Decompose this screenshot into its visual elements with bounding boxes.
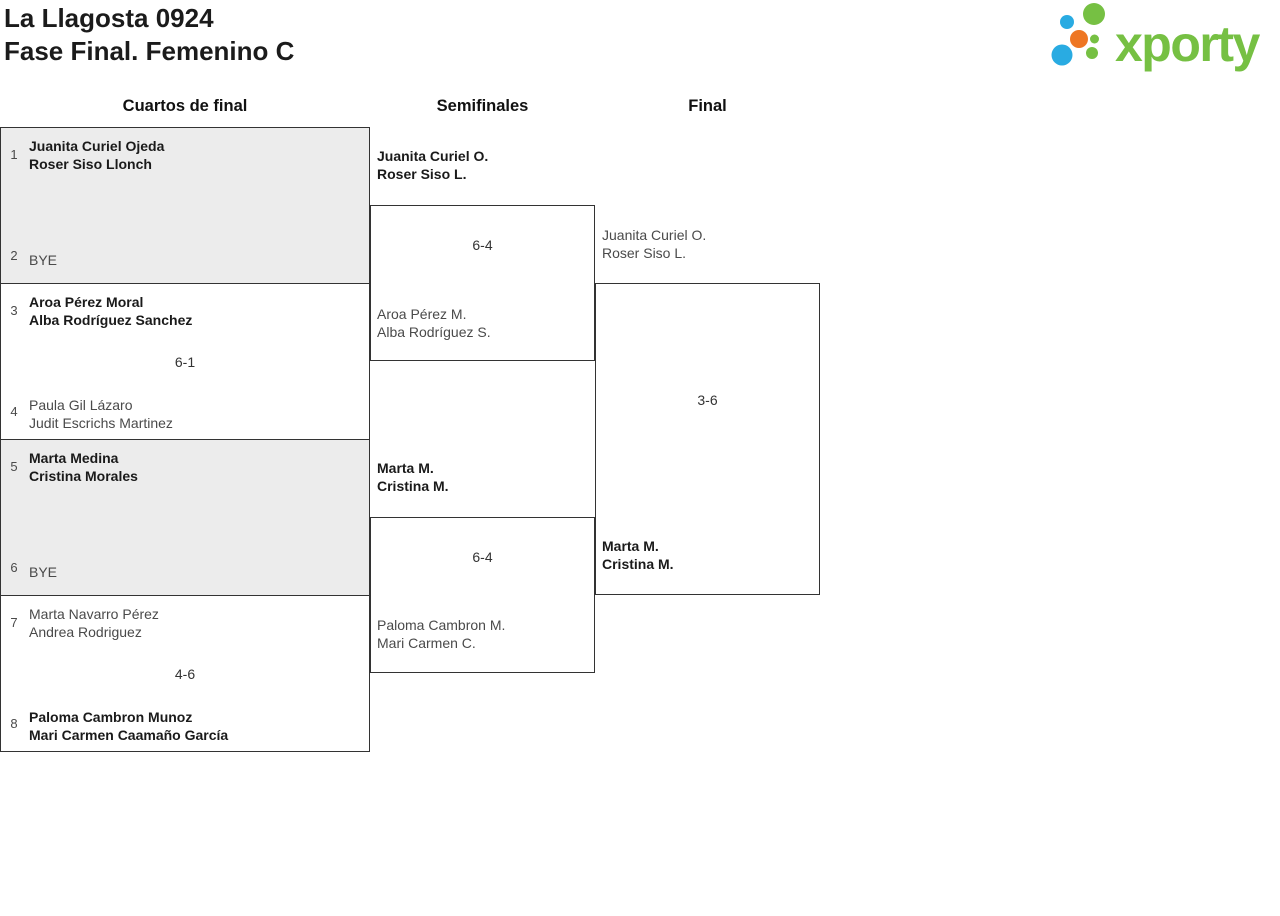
match-score: 3-6 — [697, 392, 718, 408]
player-name: Aroa Pérez Moral — [29, 294, 144, 310]
team-names: BYE — [29, 251, 363, 269]
player-name: Juanita Curiel O. — [377, 148, 489, 164]
team-names: Juanita Curiel O. Roser Siso L. — [377, 147, 488, 183]
match-score: 6-4 — [472, 549, 493, 565]
player-name: Aroa Pérez M. — [377, 306, 467, 322]
phase-name: Fase Final. Femenino C — [4, 36, 295, 66]
team-names: Paula Gil Lázaro Judit Escrichs Martinez — [29, 396, 363, 432]
seed-number: 6 — [10, 560, 18, 575]
player-name: Roser Siso L. — [377, 166, 467, 182]
player-name: Marta M. — [377, 460, 434, 476]
match-box-qf-4: 7 Marta Navarro Pérez Andrea Rodriguez 4… — [0, 595, 370, 752]
team-names: Marta Navarro Pérez Andrea Rodriguez — [29, 605, 363, 641]
team-names: Aroa Pérez M. Alba Rodríguez S. — [377, 305, 491, 341]
xporty-logo[interactable]: xporty — [1040, 0, 1280, 80]
team-names: Aroa Pérez Moral Alba Rodríguez Sanchez — [29, 293, 363, 329]
match-score: 6-1 — [174, 354, 196, 370]
match-box-final — [595, 283, 820, 595]
player-name: Alba Rodríguez S. — [377, 324, 491, 340]
seed-number: 5 — [10, 459, 18, 474]
seed-number: 1 — [10, 147, 18, 162]
player-name: Juanita Curiel O. — [602, 227, 707, 243]
round-header-quarterfinals: Cuartos de final — [122, 97, 248, 115]
match-box-qf-1: 1 Juanita Curiel Ojeda Roser Siso Llonch… — [0, 127, 370, 284]
logo-text: xporty — [1115, 16, 1261, 72]
logo-dot-icon — [1060, 15, 1074, 29]
player-name: Cristina M. — [602, 556, 674, 572]
player-name: Mari Carmen C. — [377, 635, 476, 651]
player-name: BYE — [29, 564, 58, 580]
player-name: Paloma Cambron M. — [377, 617, 506, 633]
player-name: Andrea Rodriguez — [29, 624, 142, 640]
player-name: Marta Medina — [29, 450, 119, 466]
team-names: Paloma Cambron M. Mari Carmen C. — [377, 616, 505, 652]
logo-dot-icon — [1090, 34, 1099, 44]
player-name: BYE — [29, 252, 58, 268]
logo-dot-icon — [1051, 44, 1073, 66]
player-name: Juanita Curiel Ojeda — [29, 138, 165, 154]
round-header-final: Final — [688, 97, 727, 115]
seed-number: 3 — [10, 303, 18, 318]
player-name: Cristina M. — [377, 478, 449, 494]
match-box-sf-1 — [370, 205, 595, 361]
player-name: Paloma Cambron Munoz — [29, 709, 193, 725]
player-name: Alba Rodríguez Sanchez — [29, 312, 193, 328]
tournament-name: La Llagosta 0924 — [4, 3, 214, 33]
match-score: 6-4 — [472, 237, 493, 253]
round-header-semifinals: Semifinales — [436, 97, 529, 115]
player-name: Mari Carmen Caamaño García — [29, 727, 229, 743]
team-names: BYE — [29, 563, 363, 581]
player-name: Marta Navarro Pérez — [29, 606, 159, 622]
seed-number: 7 — [10, 615, 18, 630]
page-title: La Llagosta 0924 Fase Final. Femenino C — [4, 2, 294, 68]
player-name: Marta M. — [602, 538, 659, 554]
player-name: Cristina Morales — [29, 468, 138, 484]
seed-number: 2 — [10, 248, 18, 263]
team-names: Marta M. Cristina M. — [377, 459, 449, 495]
team-names: Paloma Cambron Munoz Mari Carmen Caamaño… — [29, 708, 363, 744]
logo-dot-icon — [1070, 30, 1088, 48]
match-box-qf-2: 3 Aroa Pérez Moral Alba Rodríguez Sanche… — [0, 283, 370, 440]
player-name: Roser Siso Llonch — [29, 156, 152, 172]
match-box-sf-2 — [370, 517, 595, 673]
match-box-qf-3: 5 Marta Medina Cristina Morales 6 BYE — [0, 439, 370, 596]
seed-number: 8 — [10, 716, 18, 731]
match-score: 4-6 — [174, 666, 196, 682]
player-name: Judit Escrichs Martinez — [29, 415, 173, 431]
logo-dot-icon — [1083, 3, 1105, 25]
team-names: Juanita Curiel Ojeda Roser Siso Llonch — [29, 137, 363, 173]
team-names: Marta Medina Cristina Morales — [29, 449, 363, 485]
team-names: Juanita Curiel O. Roser Siso L. — [602, 226, 706, 262]
team-names: Marta M. Cristina M. — [602, 537, 674, 573]
seed-number: 4 — [10, 404, 18, 419]
player-name: Paula Gil Lázaro — [29, 397, 133, 413]
player-name: Roser Siso L. — [602, 245, 687, 261]
logo-dot-icon — [1086, 47, 1098, 59]
